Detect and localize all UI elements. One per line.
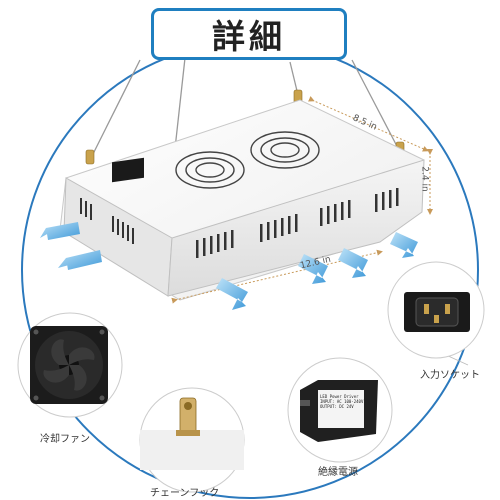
power-supply-label-line1: LED Power Driver bbox=[320, 394, 359, 399]
power-socket-label: 入力ソケット bbox=[420, 370, 480, 381]
airflow-arrow-icon bbox=[40, 222, 418, 310]
power-supply-callout bbox=[287, 357, 393, 463]
front-vents bbox=[80, 198, 134, 244]
page-title: 詳細 bbox=[212, 17, 286, 56]
fan-icon bbox=[30, 326, 108, 404]
power-supply-icon bbox=[300, 380, 378, 442]
power-supply-label-title: 絶縁電源 bbox=[318, 467, 358, 478]
chain-hook-icon bbox=[176, 397, 200, 436]
power-socket-icon bbox=[404, 292, 470, 332]
power-supply-label-line2: INPUT: AC 100-240V bbox=[320, 399, 364, 404]
side-vents bbox=[196, 188, 399, 258]
power-supply-label-line3: OUTPUT: DC 24V bbox=[320, 404, 354, 409]
cooling-fan-label: 冷却ファン bbox=[40, 434, 90, 445]
power-supply-label: LED Power Driver INPUT: AC 100-240V OUTP… bbox=[320, 394, 363, 409]
cooling-fan-callout bbox=[17, 312, 123, 418]
title-box: 詳細 bbox=[151, 8, 347, 60]
power-switch bbox=[112, 157, 144, 183]
power-socket-callout bbox=[387, 261, 485, 359]
dimension-height: 2.4 in bbox=[419, 166, 430, 192]
chain-hook-callout bbox=[139, 387, 245, 493]
dimension-lines bbox=[171, 96, 433, 304]
chain-hook-label: チェーンフック bbox=[150, 488, 220, 499]
